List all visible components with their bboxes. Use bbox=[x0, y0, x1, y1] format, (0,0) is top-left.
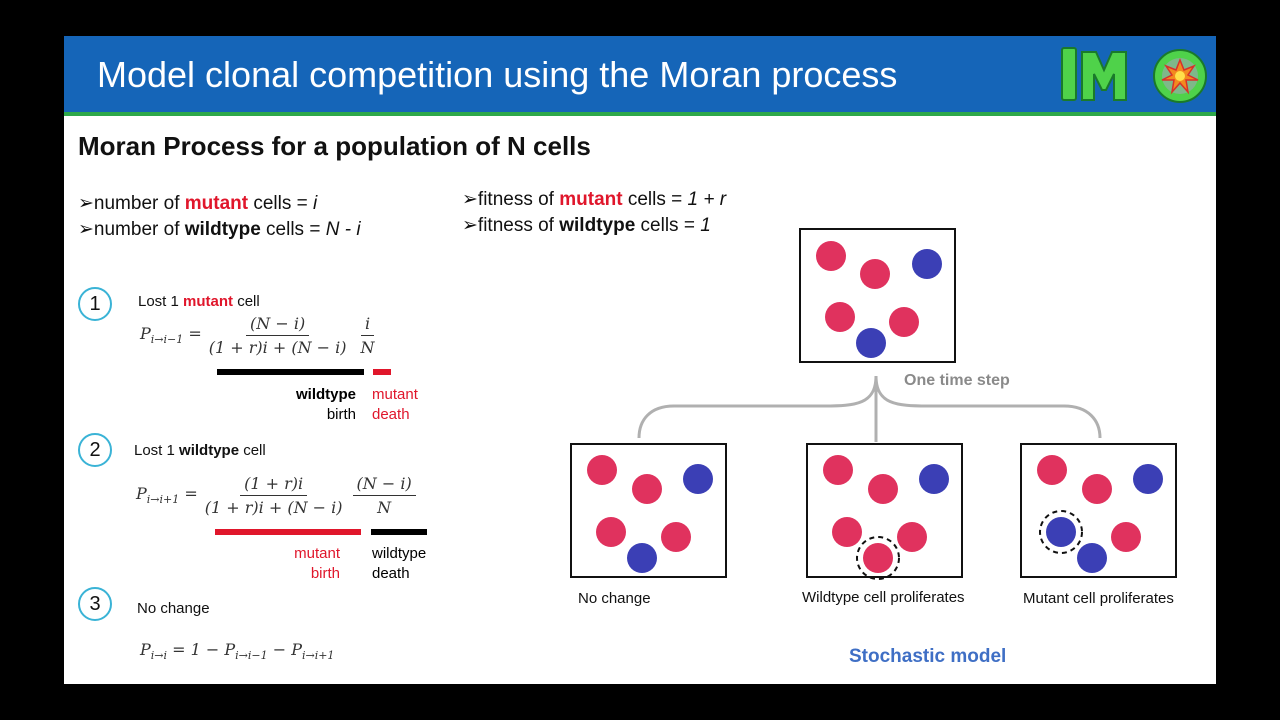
mutant-cell bbox=[897, 522, 927, 552]
branch-left-line bbox=[637, 375, 878, 439]
header-bar: Model clonal competition using the Moran… bbox=[64, 36, 1216, 116]
mutant-cell bbox=[832, 517, 862, 547]
wildtype-cell bbox=[627, 543, 657, 573]
equation-no-change: Pi→i = 1 − Pi→i−1 − Pi→i+1 bbox=[140, 640, 335, 663]
step-number-3: 3 bbox=[78, 587, 112, 621]
population-box-no-change bbox=[570, 443, 727, 578]
step-number-1: 1 bbox=[78, 287, 112, 321]
stochastic-model-label: Stochastic model bbox=[849, 646, 1007, 667]
slide-title: Model clonal competition using the Moran… bbox=[97, 54, 898, 95]
slide: Model clonal competition using the Moran… bbox=[64, 36, 1216, 684]
moran-diagram bbox=[570, 228, 1177, 580]
wildtype-cell bbox=[1077, 543, 1107, 573]
mutant-cell bbox=[1037, 455, 1067, 485]
step-number-2: 2 bbox=[78, 433, 112, 467]
mutant-cell bbox=[1082, 474, 1112, 504]
replacement-marker-icon bbox=[1039, 510, 1083, 554]
time-step-label: One time step bbox=[904, 372, 1010, 389]
mutant-cell bbox=[825, 302, 855, 332]
imo-logo-icon bbox=[1061, 47, 1207, 103]
wildtype-cell bbox=[1133, 464, 1163, 494]
mutant-cell bbox=[1111, 522, 1141, 552]
bullet-wildtype-count: ➢number of wildtype cells = N - i bbox=[78, 219, 361, 240]
bullet-mutant-fitness: ➢fitness of mutant cells = 1 + r bbox=[462, 189, 727, 210]
mutant-cell bbox=[632, 474, 662, 504]
step-2-title: Lost 1 wildtype cell bbox=[134, 442, 266, 459]
step-3-title: No change bbox=[137, 600, 210, 617]
mutant-cell bbox=[596, 517, 626, 547]
wildtype-cell bbox=[683, 464, 713, 494]
underline-wildtype-birth bbox=[217, 369, 364, 375]
branch-right-line bbox=[874, 375, 1102, 439]
caption-wildtype-proliferates: Wildtype cell proliferates bbox=[802, 589, 965, 606]
underline-wildtype-death bbox=[371, 529, 427, 535]
caption-mutant-proliferates: Mutant cell proliferates bbox=[1023, 590, 1174, 607]
equation-lost-wildtype: Pi→i+1 = (1 + r)i(1 + r)i + (N − i) (N −… bbox=[136, 474, 419, 517]
bullet-mutant-count: ➢number of mutant cells = i bbox=[78, 193, 318, 214]
wildtype-cell bbox=[856, 328, 886, 358]
underline-mutant-death bbox=[373, 369, 391, 375]
replacement-marker-icon bbox=[856, 536, 900, 580]
population-box-initial bbox=[799, 228, 956, 363]
section-heading: Moran Process for a population of N cell… bbox=[78, 131, 591, 161]
mutant-cell bbox=[661, 522, 691, 552]
wildtype-cell bbox=[919, 464, 949, 494]
caption-no-change: No change bbox=[578, 590, 651, 607]
mutant-cell bbox=[823, 455, 853, 485]
mutant-cell bbox=[868, 474, 898, 504]
population-box-wildtype-proliferates bbox=[806, 443, 963, 580]
bullet-wildtype-fitness: ➢fitness of wildtype cells = 1 bbox=[462, 215, 711, 236]
mutant-cell bbox=[587, 455, 617, 485]
replaced-cell bbox=[1046, 517, 1076, 547]
mutant-cell bbox=[889, 307, 919, 337]
population-box-mutant-proliferates bbox=[1020, 443, 1177, 578]
mutant-cell bbox=[816, 241, 846, 271]
replaced-cell bbox=[863, 543, 893, 573]
wildtype-cell bbox=[912, 249, 942, 279]
mutant-cell bbox=[860, 259, 890, 289]
underline-mutant-birth bbox=[215, 529, 361, 535]
step-1-title: Lost 1 mutant cell bbox=[138, 293, 260, 310]
